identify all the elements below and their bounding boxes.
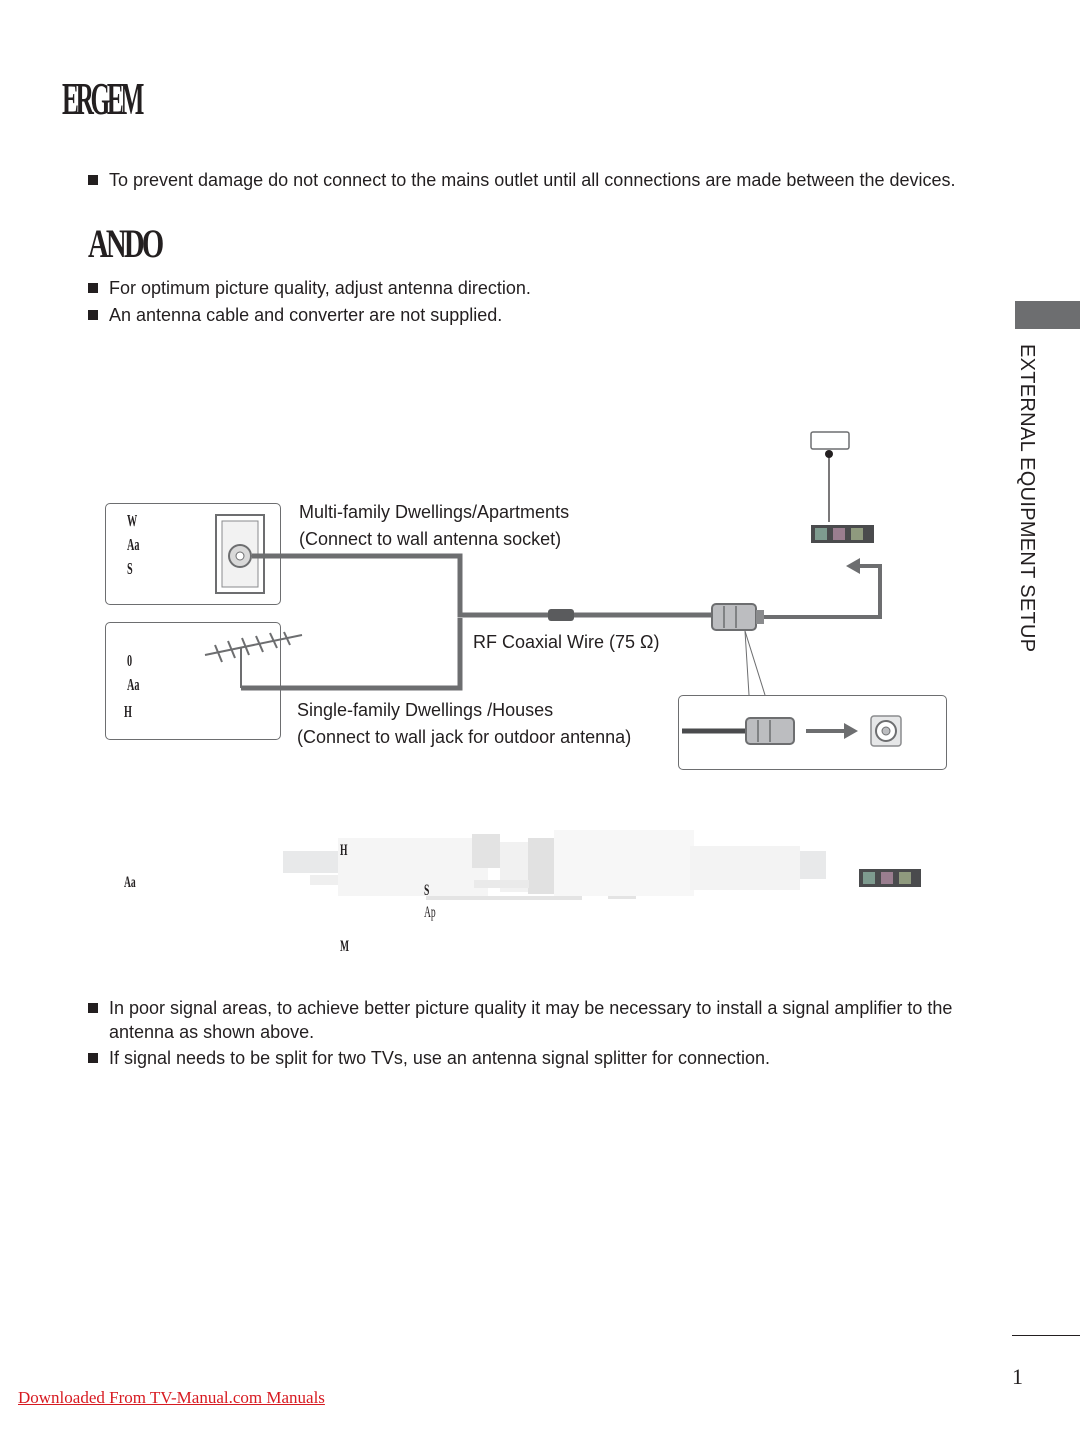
amp-top-label: H [340,842,348,859]
cable-joint [548,609,574,621]
connection-arrow [764,564,882,619]
page-title: ERGEM [62,73,144,124]
outdoor-box-label-2: Aa [127,675,140,694]
bullet-icon [88,283,98,293]
note-text: To prevent damage do not connect to the … [109,170,956,190]
amp-antenna-label: Aa [124,874,136,891]
cable-outdoor [241,618,463,691]
note-text: If signal needs to be split for two TVs,… [109,1048,771,1068]
section-title: ANDO [88,221,164,266]
outdoor-antenna-icon [204,631,303,688]
callout-line [744,630,766,696]
rf-plug-icon [711,603,764,631]
page-number: 1 [1012,1364,1023,1389]
callout-line [744,630,750,696]
outdoor-box-label-3: H [124,702,132,721]
wall-box-label-1: W [127,511,138,530]
note-text: For optimum picture quality, adjust ante… [109,278,531,298]
multi-family-sublabel: (Connect to wall antenna socket) [299,529,562,549]
single-family-sublabel: (Connect to wall jack for outdoor antenn… [297,727,632,747]
detail-plug-icon [682,717,795,745]
outdoor-antenna-box [105,622,281,740]
amp-bottom-label: M [340,938,350,955]
amplifier-diagram [283,830,826,900]
wall-box-label-3: S [127,559,133,578]
bullet-icon [88,310,98,320]
note-signal-splitter: If signal needs to be split for two TVs,… [88,1046,978,1070]
note-prevent-damage: To prevent damage do not connect to the … [88,168,968,192]
tv-input-icon [810,431,874,543]
bullet-icon [88,175,98,185]
note-text: In poor signal areas, to achieve better … [109,998,953,1042]
tv-input-icon-amp [859,869,921,887]
side-tab-marker [1015,301,1080,329]
note-antenna-direction: For optimum picture quality, adjust ante… [88,276,968,300]
bullet-icon [88,1003,98,1013]
single-family-label: Single-family Dwellings /Houses [297,700,554,720]
note-text: An antenna cable and converter are not s… [109,305,503,325]
multi-family-label: Multi-family Dwellings/Apartments [299,502,570,522]
footer-download-link[interactable]: Downloaded From TV-Manual.com Manuals [18,1388,325,1407]
arrow-head-icon [846,558,860,574]
bullet-icon [88,1053,98,1063]
outdoor-box-label-1: 0 [127,651,133,670]
page-number-rule [1012,1335,1080,1336]
rf-coaxial-label: RF Coaxial Wire (75 Ω) [473,632,660,652]
side-tab-label: EXTERNAL EQUIPMENT SETUP [1016,344,1038,653]
detail-socket-icon [870,715,902,747]
wall-box-label-2: Aa [127,535,140,554]
note-cable-not-supplied: An antenna cable and converter are not s… [88,303,968,327]
amp-amplifier-label: Ap [424,904,436,921]
detail-arrow-head-icon [844,723,858,739]
note-signal-amplifier: In poor signal areas, to achieve better … [88,996,978,1044]
cable-wall [252,553,712,618]
amp-mid-label: S [424,882,430,899]
